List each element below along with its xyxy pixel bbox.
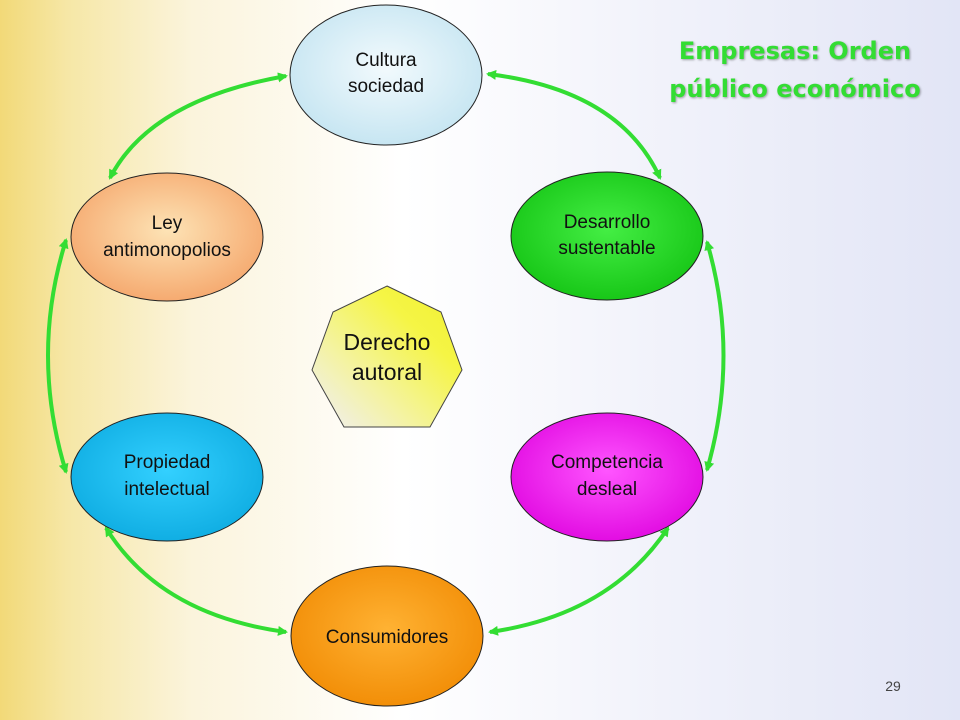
node-propiedad-line1: Propiedad [124, 452, 211, 473]
node-competencia-desleal: Competencia desleal [510, 412, 704, 542]
node-competencia-line2: desleal [577, 479, 637, 500]
cycle-arrows [46, 70, 726, 636]
node-ley-antimonopolios: Ley antimonopolios [70, 172, 264, 302]
arrow-cultura-desarrollo [486, 70, 662, 180]
node-cultura-line1: Cultura [355, 50, 417, 71]
node-desarrollo-sustentable: Desarrollo sustentable [510, 171, 704, 301]
node-desarrollo-line1: Desarrollo [564, 212, 651, 233]
center-line2: autoral [352, 359, 422, 385]
center-heptagon: Derecho autoral [311, 285, 463, 428]
node-desarrollo-line2: sustentable [558, 238, 655, 259]
node-propiedad-intelectual: Propiedad intelectual [70, 412, 264, 542]
node-cultura-sociedad: Cultura sociedad [289, 4, 483, 146]
slide-title: Empresas: Orden público económico [660, 32, 930, 108]
arrow-desarrollo-competencia [704, 240, 726, 472]
node-consumidores-line1: Consumidores [326, 627, 449, 648]
node-propiedad-line2: intelectual [124, 479, 210, 500]
arrow-propiedad-ley [46, 238, 69, 474]
center-line1: Derecho [344, 329, 431, 355]
slide-title-line1: Empresas: Orden [678, 37, 912, 65]
slide-title-line2: público económico [669, 75, 921, 103]
arrow-competencia-consumidores [488, 526, 670, 636]
node-consumidores: Consumidores [290, 565, 484, 707]
arrow-cultura-ley [108, 72, 288, 180]
node-ley-line2: antimonopolios [103, 240, 231, 261]
node-competencia-line1: Competencia [551, 452, 663, 473]
arrow-consumidores-propiedad [104, 526, 288, 636]
node-ley-line1: Ley [152, 213, 183, 234]
node-cultura-line2: sociedad [348, 76, 424, 97]
page-number: 29 [885, 678, 901, 694]
